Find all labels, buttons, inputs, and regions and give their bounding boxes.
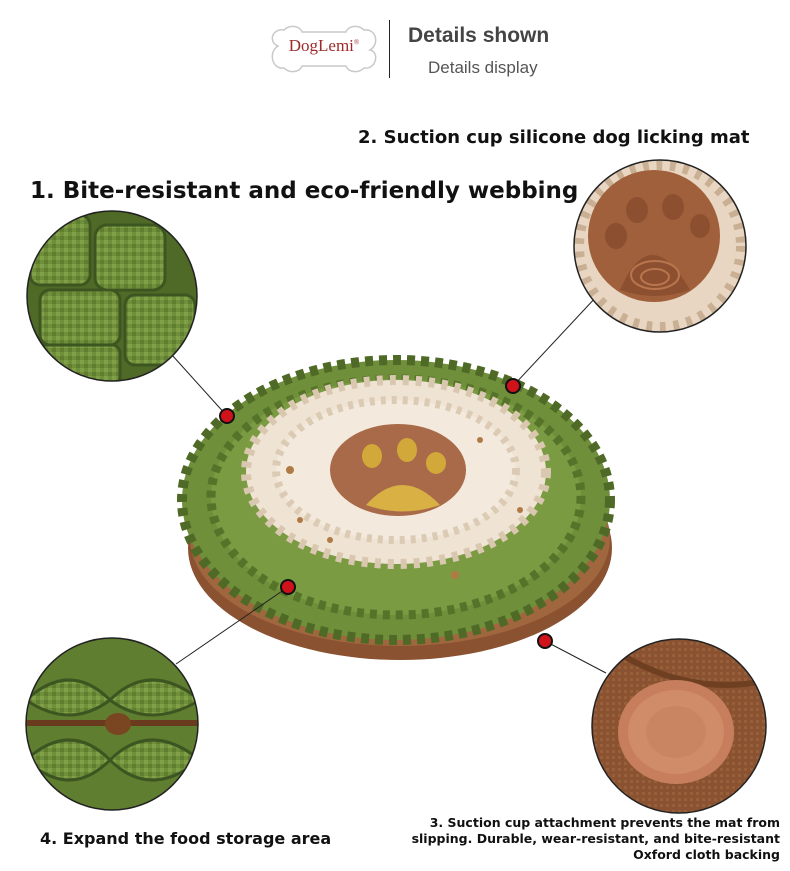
bone-logo-icon [271,25,377,73]
page-subtitle: Details display [428,58,538,77]
callout-lines [171,295,607,674]
feature-label-webbing: 1. Bite-resistant and eco-friendly webbi… [30,178,579,204]
page-title: Details shown [408,24,550,47]
detail-circle-food-area [25,637,199,811]
detail-circle-webbing [26,210,198,382]
header-divider [389,20,390,78]
feature-label-food-area: 4. Expand the food storage area [40,829,332,848]
feature-label-lick-mat: 2. Suction cup silicone dog licking mat [358,127,750,148]
detail-circle-lick-mat [573,159,747,333]
detail-circle-suction-backing [591,638,767,814]
snuffle-mat [177,355,615,660]
feature-label-suction-backing: 3. Suction cup attachment prevents the m… [411,815,780,862]
brand-logo-text: DogLemi® [288,36,360,55]
callout-dots [219,378,553,649]
